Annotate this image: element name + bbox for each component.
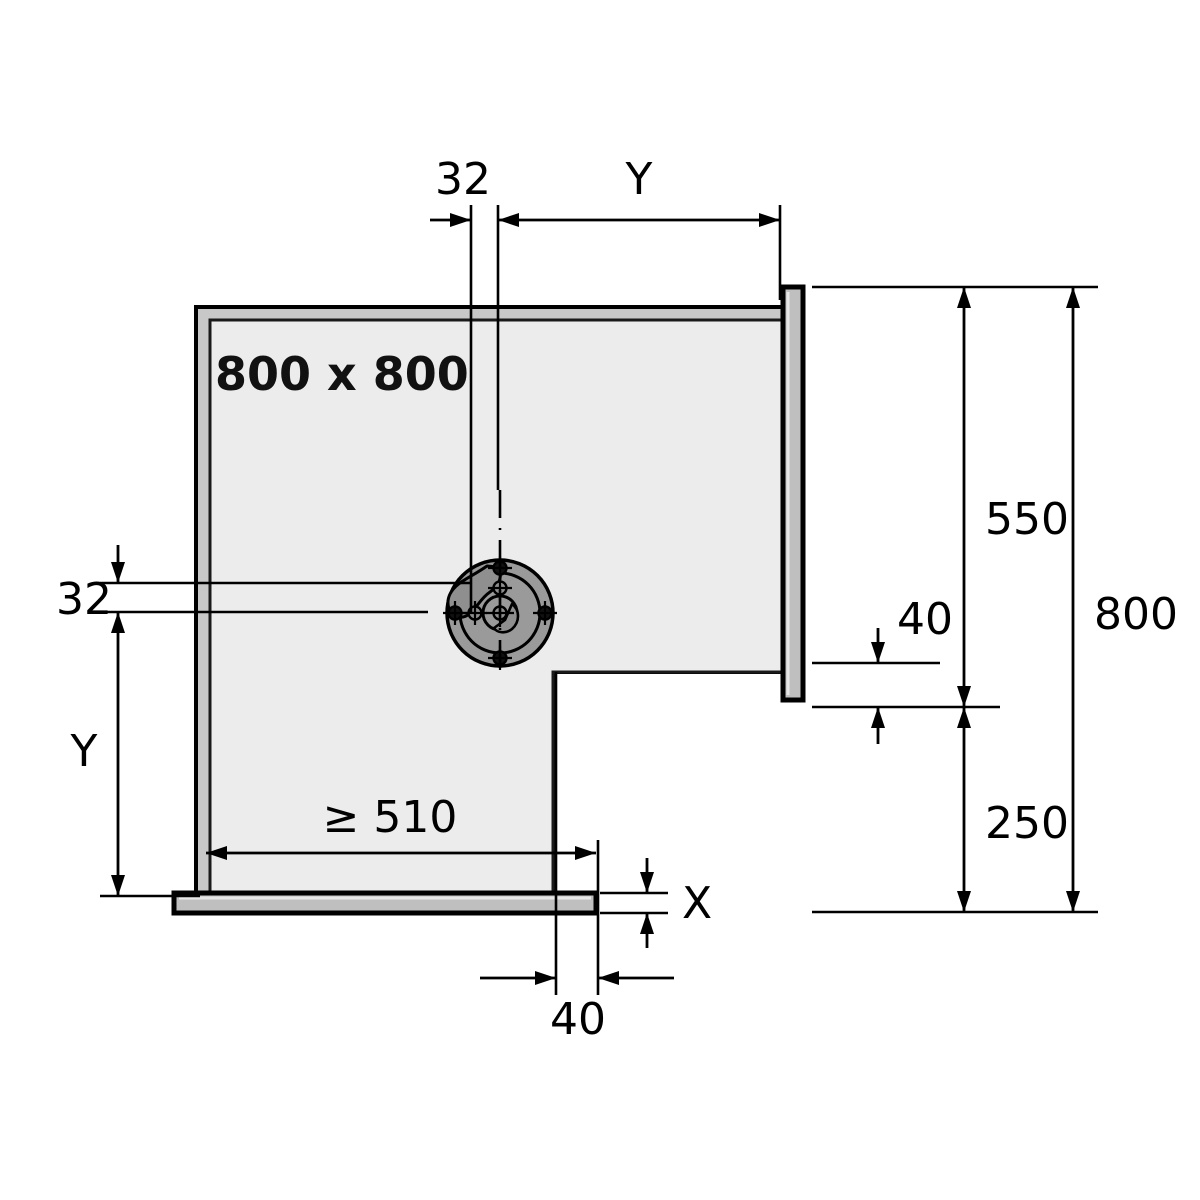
dim-label-bottom-40: 40 bbox=[550, 994, 606, 1045]
bottom-front-panel-bar bbox=[171, 890, 599, 916]
dimension-X-group: X bbox=[600, 858, 712, 948]
dimension-right-group: 550 250 800 40 bbox=[812, 285, 1178, 914]
dimension-left-group: 32 Y bbox=[56, 545, 471, 898]
dimension-bottom-40-group: 40 bbox=[480, 672, 674, 1045]
screw-hole-left-outer bbox=[443, 601, 467, 625]
dim-label-top-32: 32 bbox=[435, 154, 491, 205]
dim-label-left-Y: Y bbox=[70, 726, 98, 777]
panel-size-label: 800 x 800 bbox=[215, 347, 469, 401]
dimension-top-group: 32 Y bbox=[430, 154, 782, 612]
dimension-bottom-width-group: ≥ 510 bbox=[206, 792, 596, 860]
dim-label-right-800: 800 bbox=[1094, 589, 1178, 640]
screw-hole-right-outer bbox=[533, 601, 557, 625]
dim-label-min-width: ≥ 510 bbox=[323, 792, 458, 843]
hinge-screw-holes bbox=[443, 556, 557, 670]
dim-label-right-250: 250 bbox=[985, 798, 1069, 849]
right-bar-body bbox=[780, 284, 806, 703]
right-front-panel-bar bbox=[780, 284, 806, 703]
dim-label-X: X bbox=[682, 878, 712, 929]
dim-label-left-32: 32 bbox=[56, 574, 112, 625]
dim-label-right-40: 40 bbox=[897, 594, 953, 645]
bottom-bar-body bbox=[171, 890, 599, 916]
dim-label-top-Y: Y bbox=[625, 154, 653, 205]
screw-hole-left-inner bbox=[463, 601, 487, 625]
dim-label-right-550: 550 bbox=[985, 494, 1069, 545]
